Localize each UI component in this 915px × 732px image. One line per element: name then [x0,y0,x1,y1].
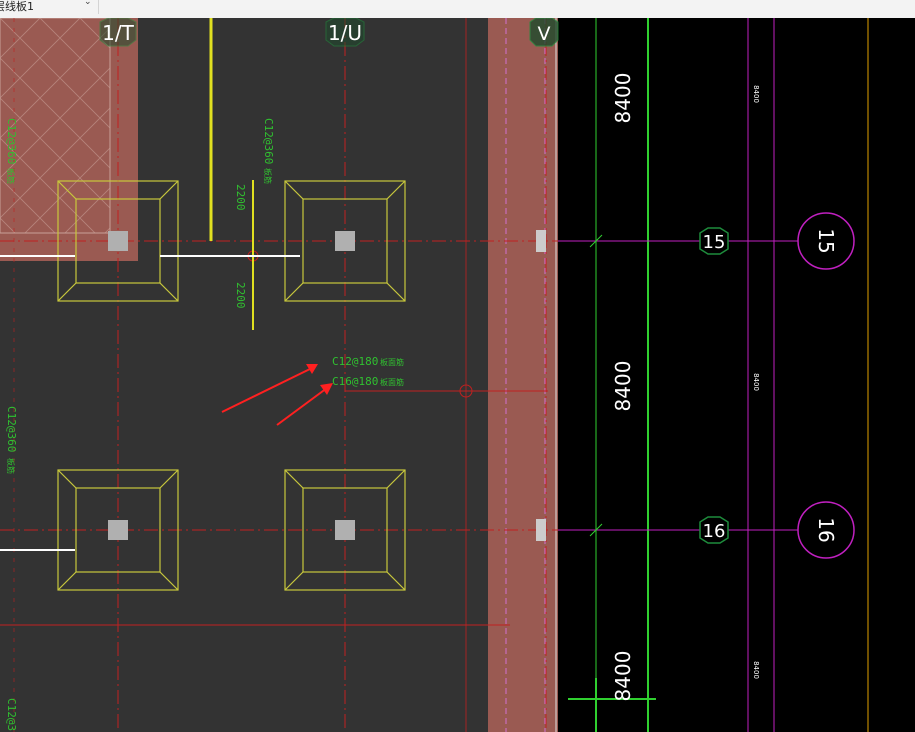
rebar-vertical-label-mid[interactable]: C12@360 [262,118,275,164]
row-label-15-rotated: 15 [814,228,838,253]
span-label-2: 2200 [234,282,247,309]
axis-bubble-v[interactable]: V [529,18,559,47]
dimension-text-1: 8400 [611,73,635,124]
axis-bubble-1u[interactable]: 1/U [325,18,365,47]
dimension-text-3: 8400 [611,651,635,702]
row-bubble-15[interactable]: 15 15 [699,212,855,270]
dimension-labels: 8400 8400 8400 8400 8400 8400 [611,73,760,702]
rebar-vertical-tag-1: 板筋 [6,168,16,184]
small-dimension-text-1: 8400 [752,85,760,103]
rebar-annotations: C12@180 板面筋 C16@180 板面筋 C12@360 板筋 C12@3… [5,118,404,731]
row-bubble-16[interactable]: 16 16 [699,501,855,559]
small-dimension-text-2: 8400 [752,373,760,391]
model-space-lines [558,18,869,732]
layer-name-label: 层线板1 [0,0,34,13]
rebar-tag-bottom: 板面筋 [380,377,404,387]
rebar-label-top[interactable]: C12@180 [332,355,378,368]
span-label-1: 2200 [234,184,247,211]
arrow-head-icon [320,383,333,395]
cad-drawing[interactable]: 1/T 1/U V 15 15 16 16 [0,18,915,732]
annotation-arrows [221,364,333,426]
axis-bubble-1t[interactable]: 1/T [99,18,137,47]
column-c3[interactable] [57,469,179,591]
toolbar: 层线板1 ⌄ [0,0,915,19]
rebar-vertical-tag-mid: 板筋 [263,168,273,184]
column-c2[interactable] [284,180,406,302]
column-c4[interactable] [284,469,406,591]
hatched-slab-region [0,18,138,261]
rebar-vertical-label-2[interactable]: C12@360 [5,406,18,452]
chevron-down-icon[interactable]: ⌄ [84,0,92,7]
rebar-vertical-label-3[interactable]: C12@3 [5,698,18,731]
axis-label-v: V [538,23,551,45]
rebar-tag-top: 板面筋 [380,357,404,367]
row-label-16: 16 [703,521,726,542]
row-label-15: 15 [703,232,726,253]
axis-label-1t: 1/T [102,21,134,45]
drawing-canvas[interactable]: 1/T 1/U V 15 15 16 16 [0,18,915,732]
model-space-viewport[interactable] [558,18,915,732]
arrow-head-icon [306,364,318,374]
row-label-16-rotated: 16 [814,517,838,542]
dimension-text-2: 8400 [611,361,635,412]
rebar-vertical-tag-2: 板筋 [6,458,16,474]
small-dimension-text-3: 8400 [752,661,760,679]
axis-label-1u: 1/U [328,21,362,45]
rebar-lines [0,18,546,551]
column-c1[interactable] [57,180,179,302]
rebar-vertical-label-1[interactable]: C12@360 [5,118,18,164]
rebar-label-bottom[interactable]: C16@180 [332,375,378,388]
layer-dropdown[interactable]: 层线板1 ⌄ [0,0,99,14]
